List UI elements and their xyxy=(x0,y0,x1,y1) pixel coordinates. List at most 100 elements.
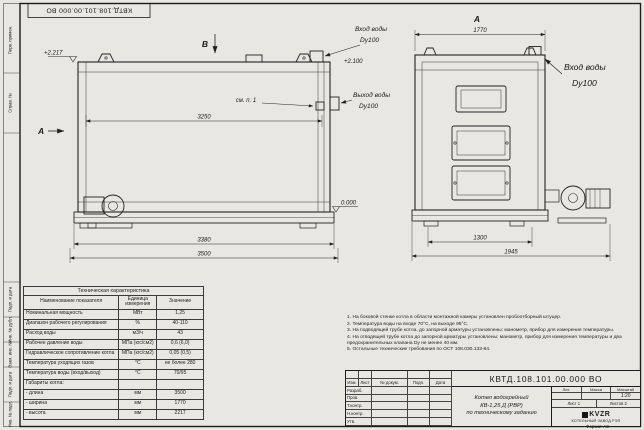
spec-name: Температура воды (вход/выход) xyxy=(22,368,120,380)
grid-cell xyxy=(372,394,408,403)
side-inlet-dy: Dy100 xyxy=(360,37,379,44)
spec-value: 70/95 xyxy=(156,368,204,380)
spec-unit: мм xyxy=(118,408,158,420)
logo-text: KVZR xyxy=(589,411,611,418)
spec-value: 43 xyxy=(156,328,204,340)
revision-grid: Изм. Лист № докум. Подп. Дата Разраб. Пр… xyxy=(346,371,452,426)
front-inlet-label: Вход воды xyxy=(564,62,606,72)
lit-value xyxy=(552,393,581,399)
grid-cell xyxy=(408,410,430,419)
grid-cell xyxy=(430,371,452,379)
dim-1300: 1300 xyxy=(473,236,487,242)
col-header-list: Лист xyxy=(359,378,372,387)
logo-square-icon xyxy=(581,411,588,418)
format-label: Формат А3 xyxy=(586,423,609,429)
spec-name: Температура уходящих газов xyxy=(22,358,120,370)
spec-unit: % xyxy=(118,318,158,330)
mass-cell: Масса xyxy=(581,387,612,399)
role-label: Пров. xyxy=(346,394,372,403)
mass-label: Масса xyxy=(581,387,611,393)
spec-unit: мм xyxy=(118,388,158,400)
stamp-inv-podl: Инв. № подл. xyxy=(8,401,13,428)
spec-name: - высота xyxy=(22,408,120,420)
spec-unit: °С xyxy=(118,358,158,370)
company-name: КОТЕЛЬНЫЙ ЗАВОД РЭП xyxy=(571,419,621,423)
side-inlet-leader xyxy=(324,44,361,57)
sheet-number: Лист 1 xyxy=(552,400,597,407)
side-inlet-label: Вход воды xyxy=(355,25,387,33)
title-block: Изм. Лист № докум. Подп. Дата Разраб. Пр… xyxy=(345,370,641,427)
spec-unit: МПа (кгс/см2) xyxy=(118,348,158,360)
spec-value: 1,25 xyxy=(156,308,204,320)
col-header-izm: Изм. xyxy=(346,378,359,387)
company-stamp: KVZR КОТЕЛЬНЫЙ ЗАВОД РЭП xyxy=(552,408,640,426)
spec-name: Диапазон рабочего регулирования xyxy=(22,318,120,330)
grid-cell xyxy=(408,371,430,379)
spec-unit: МПа (кгс/см2) xyxy=(118,338,158,350)
grid-cell xyxy=(408,402,430,411)
side-outlet-dy: Dy100 xyxy=(359,103,378,110)
front-inlet-dy: Dy100 xyxy=(572,78,597,88)
elevation-marks xyxy=(48,56,358,213)
spec-name: Гидравлическое сопротивление котла xyxy=(22,348,120,360)
grid-cell xyxy=(372,402,408,411)
note-item: 2. Температура воды на входе 70°С, на вы… xyxy=(347,321,469,327)
spec-value xyxy=(156,378,204,390)
section-mark-a: А xyxy=(37,126,44,136)
sheet-frame xyxy=(3,2,642,428)
col-header-data: Дата xyxy=(430,378,452,387)
note-ref-leader xyxy=(261,102,314,108)
dim-3380: 3380 xyxy=(197,238,211,244)
dim-1945: 1945 xyxy=(504,250,518,256)
grid-cell xyxy=(408,418,430,426)
grid-cell xyxy=(408,386,430,395)
stamp-vzam-inv: Взам. инв. № xyxy=(8,341,13,368)
role-label: Разраб. xyxy=(346,386,372,395)
grid-cell xyxy=(372,371,408,379)
stamp-sprav-no: Справ. № xyxy=(8,93,13,113)
drawing-title-line: КВ-1,25 Д (РВР) xyxy=(480,402,523,409)
note-item: 5. Остальные технические требования по О… xyxy=(347,347,491,353)
spec-unit: мм xyxy=(118,398,158,410)
note-ref-label: см. п. 1 xyxy=(236,98,256,104)
boiler-side-view xyxy=(73,50,340,229)
company-logo: KVZR xyxy=(581,411,611,418)
drawing-title: Котел водогрейный КВ-1,25 Д (РВР) по тех… xyxy=(452,387,552,426)
front-inlet-leader xyxy=(544,58,563,75)
grid-cell xyxy=(346,371,359,379)
spec-name: Габариты котла: xyxy=(22,378,120,390)
scale-value: 1:20 xyxy=(620,393,631,399)
side-outlet-label: Выход воды xyxy=(353,91,390,99)
lit-label: Лит. xyxy=(552,387,581,393)
sheets-total: Листов 2 xyxy=(609,401,627,406)
spec-value: 0,05 (0,5) xyxy=(156,348,204,360)
grid-cell xyxy=(430,402,452,411)
grid-cell xyxy=(372,386,408,395)
frame-stamp-labels: Перв. примен. Справ. № Подп. и дата Инв.… xyxy=(8,26,13,428)
drawing-number: КВТД.108.101.00.000 ВО xyxy=(452,371,640,387)
stamp-podp-data-2: Подп. и дата xyxy=(8,371,13,397)
boiler-front-view xyxy=(411,46,611,227)
spec-unit xyxy=(118,378,158,390)
spec-header-name: Наименование показателя xyxy=(22,295,120,310)
role-label: Т.контр. xyxy=(346,402,372,411)
view-mark-b: В xyxy=(202,39,208,49)
stamp-inv-dubl: Инв. № дубл. xyxy=(8,316,13,343)
drawing-title-line: по техническому заданию xyxy=(466,410,537,417)
grid-cell xyxy=(430,418,452,426)
col-header-podp: Подп. xyxy=(408,378,430,387)
role-label: Утв. xyxy=(346,418,372,426)
spec-header-value: Значение xyxy=(156,295,204,310)
grid-cell xyxy=(430,410,452,419)
side-outlet-leader xyxy=(340,99,353,104)
col-header-doc: № докум. xyxy=(372,378,408,387)
